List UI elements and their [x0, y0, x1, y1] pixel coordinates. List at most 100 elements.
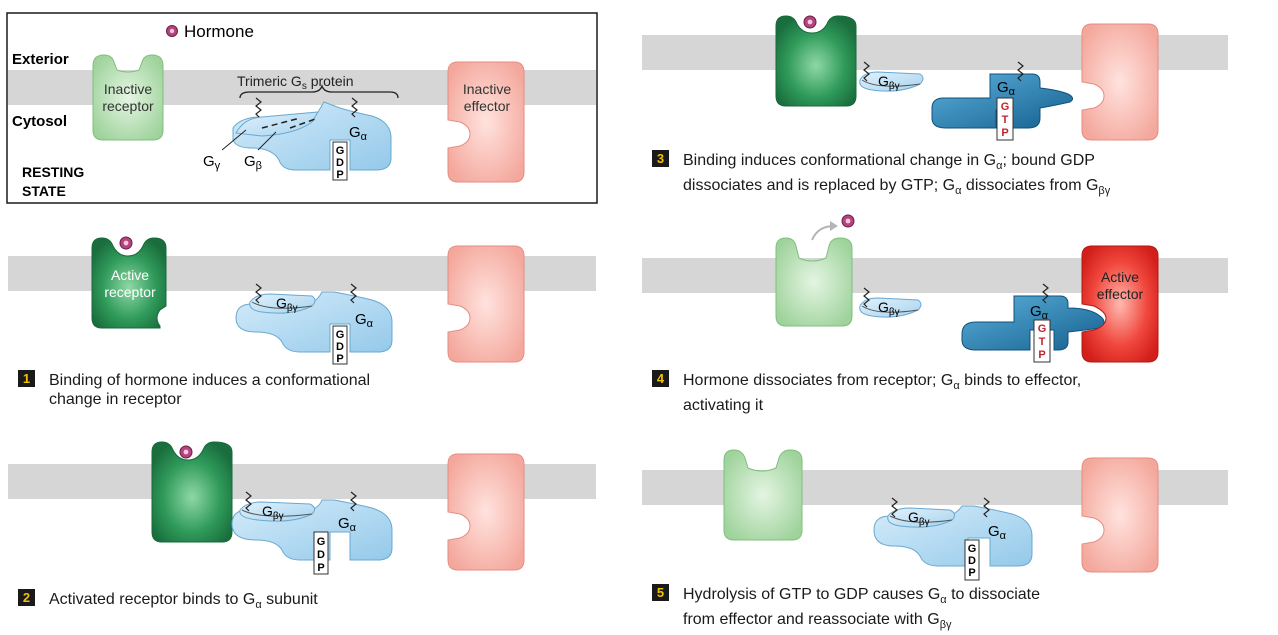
- g-beta-gamma-label: Gβγ: [878, 299, 900, 318]
- g-beta-gamma-label: Gβγ: [262, 503, 284, 522]
- receptor-label-line1: Inactive: [104, 81, 152, 97]
- svg-text:G: G: [317, 536, 326, 548]
- g-beta-gamma-subunit: [859, 297, 922, 318]
- g-protein-step-2: Gβγ Gα G D P: [231, 491, 393, 575]
- g-alpha-label: Gα: [1030, 303, 1049, 322]
- g-beta-gamma-subunit: [239, 501, 316, 522]
- panel-step-5: Gβγ Gα G D P: [642, 449, 1228, 581]
- g-alpha-label: Gα: [338, 515, 357, 534]
- g-beta-gamma-subunit: [859, 71, 924, 92]
- step-number-badge: 2: [18, 589, 35, 606]
- gdp-box: [332, 325, 348, 365]
- svg-text:T: T: [1002, 114, 1009, 126]
- g-beta-gamma-label: Gβγ: [276, 295, 298, 314]
- inactive-effector: [1081, 23, 1159, 141]
- resting-label-line2: STATE: [22, 183, 66, 199]
- lipid-anchor-icon: [863, 287, 870, 308]
- g-beta-gamma-subunit: [249, 293, 316, 314]
- g-protein-resting: G D P Gα Gγ Gβ: [203, 97, 392, 181]
- active-receptor: [151, 441, 233, 543]
- step-number-badge: 1: [18, 370, 35, 387]
- lipid-anchor-icon: [350, 283, 357, 304]
- effector-label-line2: effector: [464, 98, 511, 114]
- lipid-anchor-icon: [891, 497, 898, 518]
- panel-step-4: Gβγ Gα G T P Active effector: [642, 214, 1228, 363]
- active-receptor-label-line2: receptor: [104, 284, 156, 300]
- svg-text:G: G: [968, 543, 977, 555]
- resting-frame: [6, 12, 598, 204]
- trimeric-brace: [239, 83, 399, 99]
- inactive-receptor: [92, 54, 164, 141]
- active-effector: [1081, 245, 1159, 363]
- active-effector-label-line2: effector: [1097, 286, 1144, 302]
- panel-resting-state: Exterior Cytosol RESTING STATE Hormone I…: [6, 12, 598, 204]
- gdp-box: [964, 539, 980, 581]
- panel-step-1: Active receptor Gβγ Gα G D P: [8, 236, 596, 365]
- g-alpha-label: Gα: [997, 79, 1016, 98]
- lipid-anchor-icon: [245, 491, 252, 512]
- svg-text:D: D: [968, 555, 976, 567]
- exterior-label: Exterior: [12, 51, 69, 68]
- lipid-anchor-icon: [1042, 283, 1049, 304]
- active-receptor-label-line1: Active: [111, 267, 149, 283]
- receptor-label-line2: receptor: [102, 98, 154, 114]
- inactive-effector: [447, 245, 525, 363]
- g-gamma-label: Gγ: [203, 153, 221, 172]
- panel-step-2: Gβγ Gα G D P: [8, 441, 596, 575]
- g-beta-gamma-label: Gβγ: [878, 73, 900, 92]
- gdp-box: [313, 531, 329, 575]
- gdp-box: [332, 141, 348, 181]
- lipid-anchor-icon: [863, 61, 870, 82]
- active-effector-label-line1: Active: [1101, 269, 1139, 285]
- step-number-badge: 5: [652, 584, 669, 601]
- inactive-receptor: [723, 449, 803, 541]
- g-beta-gamma-label: Gβγ: [908, 509, 930, 528]
- svg-text:P: P: [336, 169, 343, 181]
- svg-text:P: P: [336, 353, 343, 365]
- step-number-badge: 4: [652, 370, 669, 387]
- svg-text:G: G: [1001, 101, 1010, 113]
- lipid-anchor-icon: [1017, 61, 1024, 82]
- svg-text:T: T: [1039, 336, 1046, 348]
- lipid-anchor-icon: [255, 283, 262, 304]
- g-alpha-label: Gα: [355, 311, 374, 330]
- lipid-anchor-icon: [983, 497, 990, 518]
- trimeric-label: Trimeric Gs protein: [237, 73, 354, 92]
- g-alpha-label: Gα: [349, 124, 368, 143]
- hormone-label: Hormone: [184, 22, 254, 41]
- svg-text:D: D: [336, 341, 344, 353]
- svg-text:D: D: [317, 549, 325, 561]
- inactive-receptor: [775, 237, 853, 327]
- g-alpha-label: Gα: [988, 523, 1007, 542]
- inactive-effector: [1081, 457, 1159, 573]
- active-receptor: [775, 15, 857, 107]
- svg-text:P: P: [1038, 349, 1045, 361]
- svg-text:P: P: [968, 567, 975, 579]
- step-number-badge: 3: [652, 150, 669, 167]
- lipid-anchor-icon: [350, 491, 357, 512]
- g-beta-gamma-free-step-4: Gβγ: [859, 287, 922, 318]
- svg-text:P: P: [317, 562, 324, 574]
- gtp-box: [996, 97, 1014, 141]
- active-receptor: [91, 237, 167, 329]
- lipid-anchor-icon: [351, 97, 358, 118]
- g-beta-gamma-free-step-3: Gβγ: [859, 61, 924, 92]
- svg-text:G: G: [336, 329, 345, 341]
- inactive-effector: [447, 453, 525, 571]
- g-protein-step-5: Gβγ Gα G D P: [873, 497, 1033, 581]
- g-beta-label: Gβ: [244, 153, 262, 172]
- lipid-anchor-icon: [255, 97, 262, 118]
- inactive-effector: [447, 61, 525, 183]
- gtp-box: [1033, 319, 1051, 363]
- g-beta-gamma-subunit: [887, 507, 956, 528]
- effector-label-line1: Inactive: [463, 81, 511, 97]
- svg-text:G: G: [336, 145, 345, 157]
- svg-text:G: G: [1038, 323, 1047, 335]
- g-alpha-gtp-step-4: Gα G T P: [961, 283, 1105, 363]
